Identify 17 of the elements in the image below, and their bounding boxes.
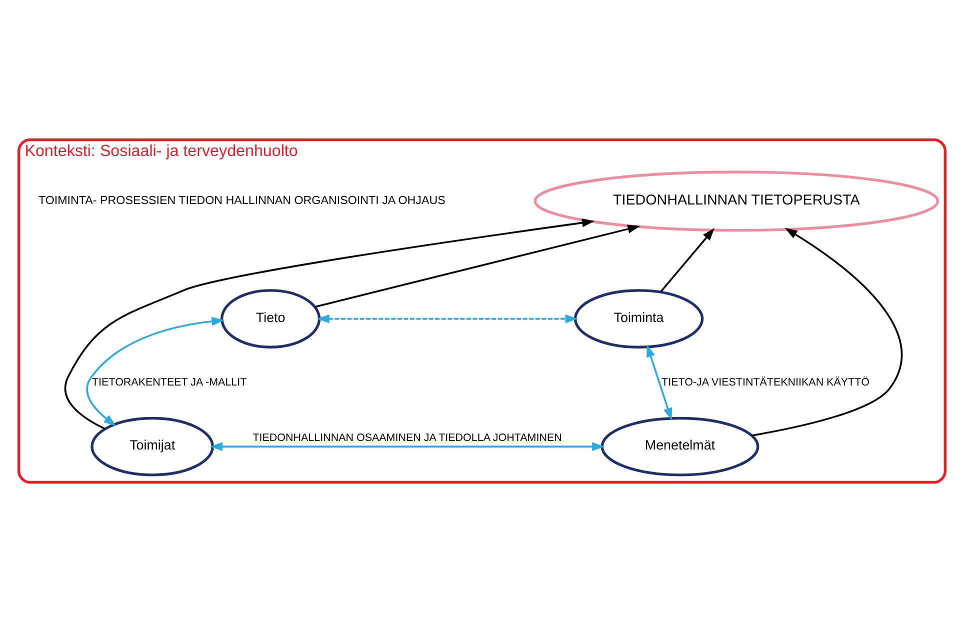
edge-label: TIETO-JA VIESTINTÄTEKNIIKAN KÄYTTÖ xyxy=(662,376,870,388)
node-ellipse: Toimijat xyxy=(90,416,214,476)
arrow xyxy=(660,228,715,292)
arrow xyxy=(210,442,605,450)
edge-label: TIEDONHALLINNAN OSAAMINEN JA TIEDOLLA JOHTAMINEN xyxy=(252,431,562,444)
node-ellipse: Tieto xyxy=(220,288,321,348)
node-ellipse: Menetelmät xyxy=(600,416,760,476)
edge-label: TIETORAKENTEET JA -MALLIT xyxy=(92,376,247,388)
arrow xyxy=(646,344,672,420)
arrow xyxy=(314,224,640,308)
arrow xyxy=(64,218,595,430)
label: TOIMINTA- PROSESSIEN TIEDON HALLINNAN ORGANISOINTI JA OHJAUS xyxy=(38,194,446,207)
arrow xyxy=(86,316,224,426)
arrow xyxy=(316,314,578,323)
node-ellipse: TIEDONHALLINNAN TIETOPERUSTA xyxy=(534,170,940,232)
arrow xyxy=(752,227,902,436)
node-ellipse: Toiminta xyxy=(574,288,704,348)
